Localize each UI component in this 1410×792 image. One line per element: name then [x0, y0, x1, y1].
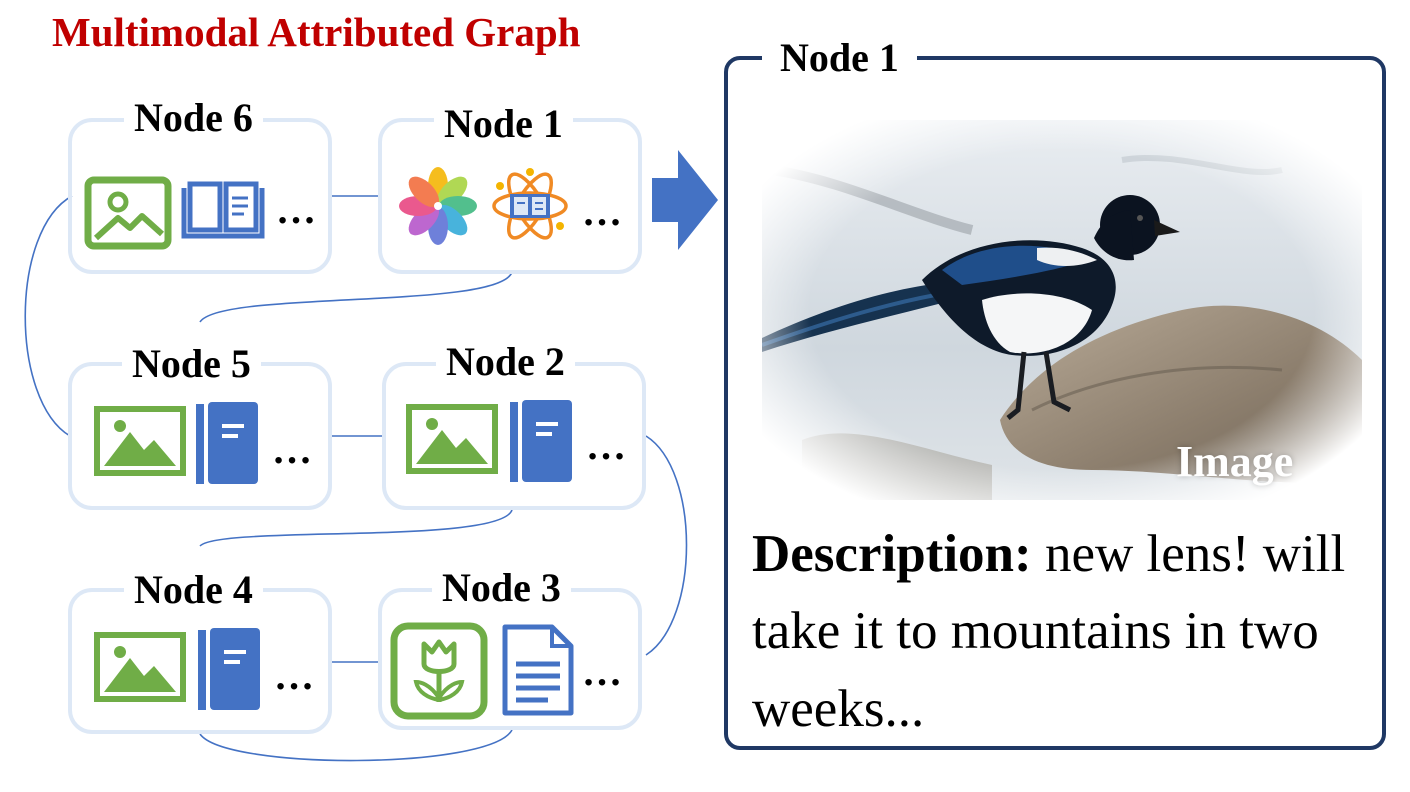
graph-title: Multimodal Attributed Graph: [52, 9, 581, 55]
node-6-label: Node 6: [124, 98, 263, 138]
node-1-ellipsis: …: [582, 189, 622, 234]
node-5-label: Node 5: [122, 344, 261, 384]
node-6-ellipsis: …: [276, 187, 316, 232]
landscape-image-icon: [406, 404, 498, 474]
node-4-label: Node 4: [124, 570, 263, 610]
closed-book-icon: [510, 400, 572, 482]
image-label: Image: [1176, 437, 1294, 486]
node-detail-title: Node 1: [762, 38, 917, 78]
edge-6-5: [24, 195, 73, 437]
edge-4-3-bottom: [199, 729, 513, 762]
edge-2-3: [645, 435, 688, 656]
node-4-ellipsis: …: [274, 653, 314, 698]
open-book-icon: [181, 181, 265, 239]
node-3-ellipsis: …: [582, 649, 622, 694]
closed-book-icon: [196, 402, 258, 484]
node-1-label: Node 1: [434, 104, 573, 144]
photos-flower-icon: [399, 167, 477, 245]
edge-1-5: [199, 271, 513, 323]
edge-2-4: [199, 509, 513, 547]
magpie-photo: [762, 120, 1362, 500]
closed-book-icon: [198, 628, 260, 710]
description-text: new lens! will take it to mountains in t…: [752, 525, 1346, 738]
node-2-ellipsis: …: [586, 423, 626, 468]
node-detail-panel: [724, 56, 1386, 750]
landscape-image-icon: [94, 406, 186, 476]
node-3-label: Node 3: [432, 568, 571, 608]
node-description: Description: new lens! will take it to m…: [752, 516, 1372, 748]
science-book-icon: [492, 168, 568, 240]
landscape-image-icon: [94, 632, 186, 702]
document-icon: [502, 624, 574, 716]
image-outline-icon: [84, 176, 172, 250]
arrow-right-icon: [652, 150, 718, 250]
node-2-label: Node 2: [436, 342, 575, 382]
description-label: Description:: [752, 525, 1032, 583]
tulip-image-icon: [390, 622, 488, 720]
node-5-ellipsis: …: [272, 427, 312, 472]
